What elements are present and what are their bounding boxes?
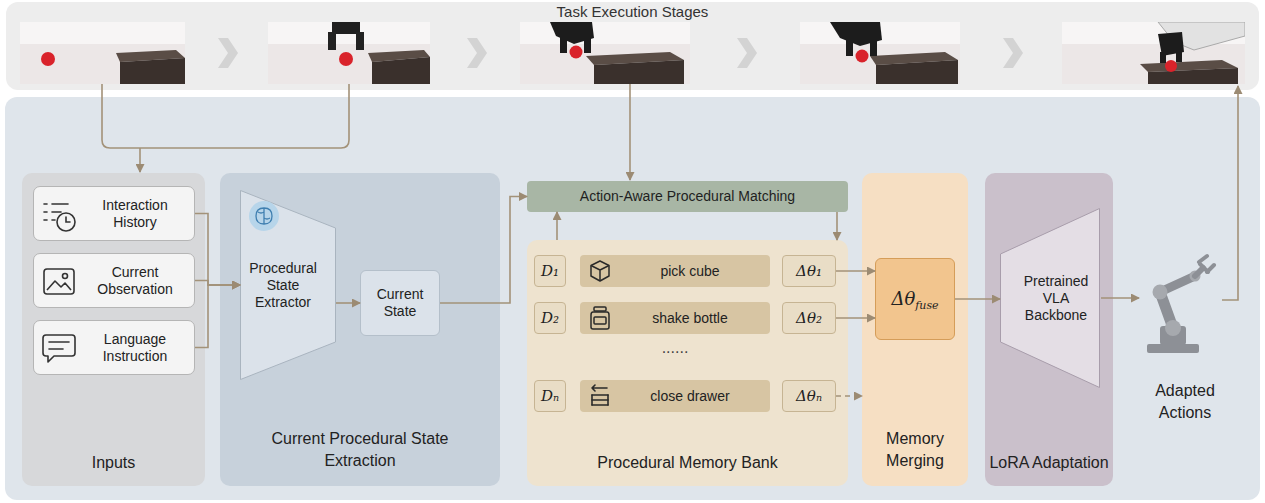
flow-arrow [195, 285, 240, 348]
label-slot: ...... [640, 338, 710, 357]
node-label: Current Observation [82, 264, 188, 298]
flow-arrow [195, 214, 240, 286]
delta-box: Δθ₁ [782, 255, 836, 287]
node-label: D₂ [541, 309, 559, 327]
observation-feed-arrow [629, 84, 631, 180]
node-label: Dₙ [541, 387, 559, 405]
flow-arrow [336, 302, 360, 304]
node-label: pick cube [660, 263, 719, 280]
merge-panel: Memory Merging Δθfuse [862, 173, 968, 486]
extractor-trapezoid: Procedural State Extractor [240, 190, 336, 380]
node-label: Procedural Memory Bank [597, 453, 778, 472]
node-label: Language Instruction [82, 331, 188, 365]
input-box: Language Instruction [33, 320, 195, 375]
input-box: Current Observation [33, 253, 195, 308]
fused-delta-box: Δθfuse [875, 258, 955, 340]
robot-arm-icon [1147, 256, 1214, 353]
backbone-trapezoid: Pretrained VLA Backbone [1000, 208, 1100, 388]
node-label: Δθ [891, 288, 915, 310]
action-output-arrow [1101, 297, 1139, 299]
lora-panel: LoRA Adaptation Pretrained VLA Backbone [985, 173, 1113, 486]
node-label: Interaction History [82, 197, 188, 231]
delta-box: Δθ₂ [782, 302, 836, 334]
ellipsis-label: ...... [640, 338, 710, 357]
execution-feedback-arrow [1222, 86, 1238, 300]
input-box: Interaction History [33, 186, 195, 241]
observation-feed-arrow [139, 148, 141, 172]
node-label: D₁ [541, 262, 559, 280]
flow-arrow [836, 212, 838, 240]
node-label: Current Procedural State Extraction [260, 428, 460, 472]
flow-arrow [440, 197, 527, 304]
node-label: Procedural State Extractor [244, 260, 322, 311]
output-label: Adapted Actions [1143, 380, 1227, 424]
lower-panel [5, 97, 1260, 500]
stage-panel: Current Procedural State Extraction Proc… [220, 173, 500, 486]
data-box: D₂ [534, 302, 566, 334]
node-label: shake bottle [652, 310, 728, 327]
matching-bar: Action-Aware Procedural Matching [527, 181, 848, 212]
task-box: shake bottle [580, 302, 770, 334]
node-label: Task Execution Stages [557, 3, 709, 21]
node-label: Memory Merging [864, 428, 966, 472]
data-box: Dₙ [534, 380, 566, 412]
node-label: close drawer [650, 388, 729, 405]
node-label: Δθₙ [796, 387, 822, 405]
node-label: Current State [366, 286, 434, 320]
node-label: Δθ₁ [796, 262, 822, 280]
flow-arrow [955, 298, 1000, 300]
node-label: fuse [915, 299, 938, 312]
stage-band: Task Execution Stages [6, 2, 1259, 90]
node-label: Δθ₂ [796, 309, 822, 327]
task-box: close drawer [580, 380, 770, 412]
node-label: Action-Aware Procedural Matching [580, 188, 795, 205]
state-box: Current State [360, 270, 440, 336]
input-panel: Inputs Interaction History Current Obser… [22, 173, 205, 486]
data-box: D₁ [534, 255, 566, 287]
observation-feed-line [102, 84, 349, 148]
flow-arrow [556, 212, 558, 240]
memory-panel: Procedural Memory BankD₁ pick cubeΔθ₁D₂ … [527, 240, 848, 486]
node-label: LoRA Adaptation [989, 453, 1108, 472]
flow-arrow [836, 317, 875, 319]
task-box: pick cube [580, 255, 770, 287]
node-label: Pretrained VLA Backbone [1016, 273, 1096, 324]
flow-arrow [836, 395, 862, 397]
label-slot: Adapted Actions [1143, 380, 1227, 424]
delta-box: Δθₙ [782, 380, 836, 412]
flow-arrow [195, 281, 240, 286]
flow-arrow [836, 270, 875, 272]
node-label: Inputs [92, 453, 136, 472]
